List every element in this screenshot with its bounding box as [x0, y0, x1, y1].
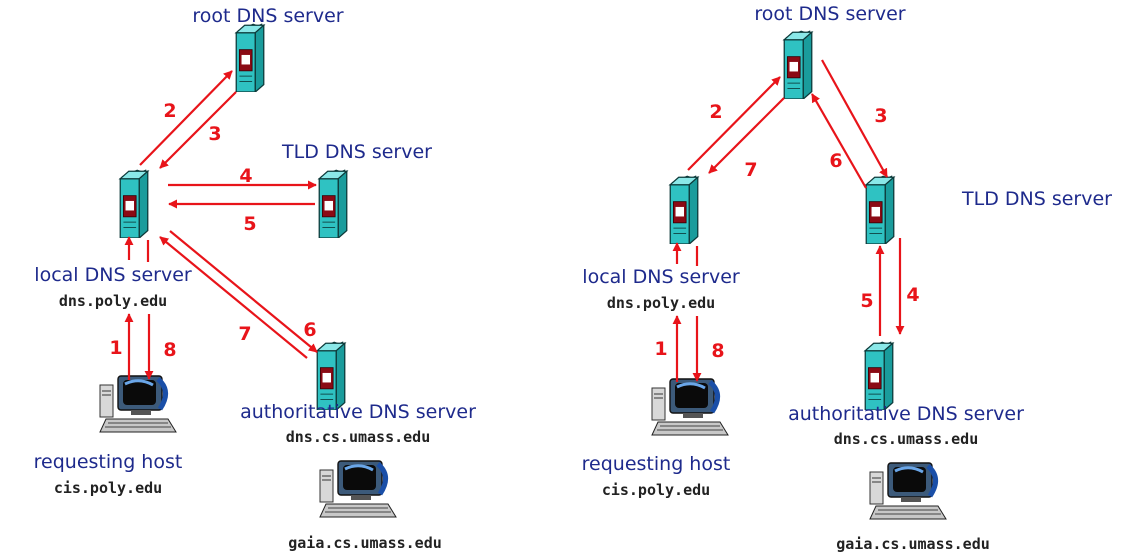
step-number: 2 [163, 100, 176, 122]
requesting-host-computer-icon [652, 379, 728, 435]
tld-dns-server-icon [865, 175, 895, 244]
local-dns-server-label: local DNS server [34, 264, 192, 286]
root-dns-server-label: root DNS server [192, 5, 343, 27]
authoritative-dns-hostname: dns.cs.umass.edu [834, 430, 979, 448]
authoritative-dns-hostname: dns.cs.umass.edu [286, 428, 431, 446]
left-iterative-diagram: 2 3 4 5 7 6 1 8 root DNS server TLD DNS … [34, 5, 476, 552]
requesting-hostname: cis.poly.edu [602, 481, 710, 499]
local-dns-hostname: dns.poly.edu [607, 294, 715, 312]
step-number: 5 [860, 290, 873, 312]
tld-dns-server-icon [318, 169, 348, 238]
local-dns-server-icon [119, 169, 149, 238]
step-number: 4 [239, 165, 252, 187]
arrow-auth-to-local [159, 236, 308, 359]
tld-dns-server-label: TLD DNS server [961, 188, 1112, 210]
authoritative-dns-server-label: authoritative DNS server [240, 401, 476, 423]
step-number: 5 [243, 213, 256, 235]
local-dns-server-label: local DNS server [582, 266, 740, 288]
arrow-root-to-tld [821, 59, 888, 178]
requesting-host-computer-icon [100, 376, 176, 432]
step-number: 1 [109, 337, 122, 359]
requesting-host-label: requesting host [582, 453, 731, 475]
arrow-tld-to-root [811, 93, 867, 189]
requesting-hostname: cis.poly.edu [54, 479, 162, 497]
tld-dns-server-label: TLD DNS server [281, 141, 432, 163]
step-number: 6 [303, 319, 316, 341]
step-number: 8 [163, 339, 176, 361]
local-dns-server-icon [669, 175, 699, 244]
root-dns-server-icon [783, 30, 813, 99]
arrow-local-to-root [687, 76, 781, 171]
requesting-host-label: requesting host [34, 451, 183, 473]
step-number: 3 [874, 105, 887, 127]
step-number: 7 [238, 323, 251, 345]
step-number: 2 [709, 101, 722, 123]
local-dns-hostname: dns.poly.edu [59, 292, 167, 310]
arrow-local-to-root [139, 70, 233, 166]
step-number: 4 [906, 284, 919, 306]
arrow-root-to-local [159, 91, 237, 169]
root-dns-server-icon [235, 23, 265, 92]
step-number: 1 [654, 338, 667, 360]
right-recursive-diagram: 2 7 3 6 5 4 1 8 root DNS server TLD DNS … [582, 3, 1112, 553]
step-number: 6 [829, 150, 842, 172]
target-hostname: gaia.cs.umass.edu [836, 535, 990, 553]
step-number: 7 [744, 159, 757, 181]
authoritative-dns-server-icon [864, 341, 894, 410]
target-host-computer-icon [320, 461, 396, 517]
arrow-root-to-local [708, 97, 785, 174]
target-hostname: gaia.cs.umass.edu [288, 534, 442, 552]
arrow-local-to-auth [169, 230, 318, 353]
root-dns-server-label: root DNS server [754, 3, 905, 25]
authoritative-dns-server-label: authoritative DNS server [788, 403, 1024, 425]
authoritative-dns-server-icon [316, 341, 346, 410]
target-host-computer-icon [870, 463, 946, 519]
step-number: 3 [208, 123, 221, 145]
step-number: 8 [711, 340, 724, 362]
